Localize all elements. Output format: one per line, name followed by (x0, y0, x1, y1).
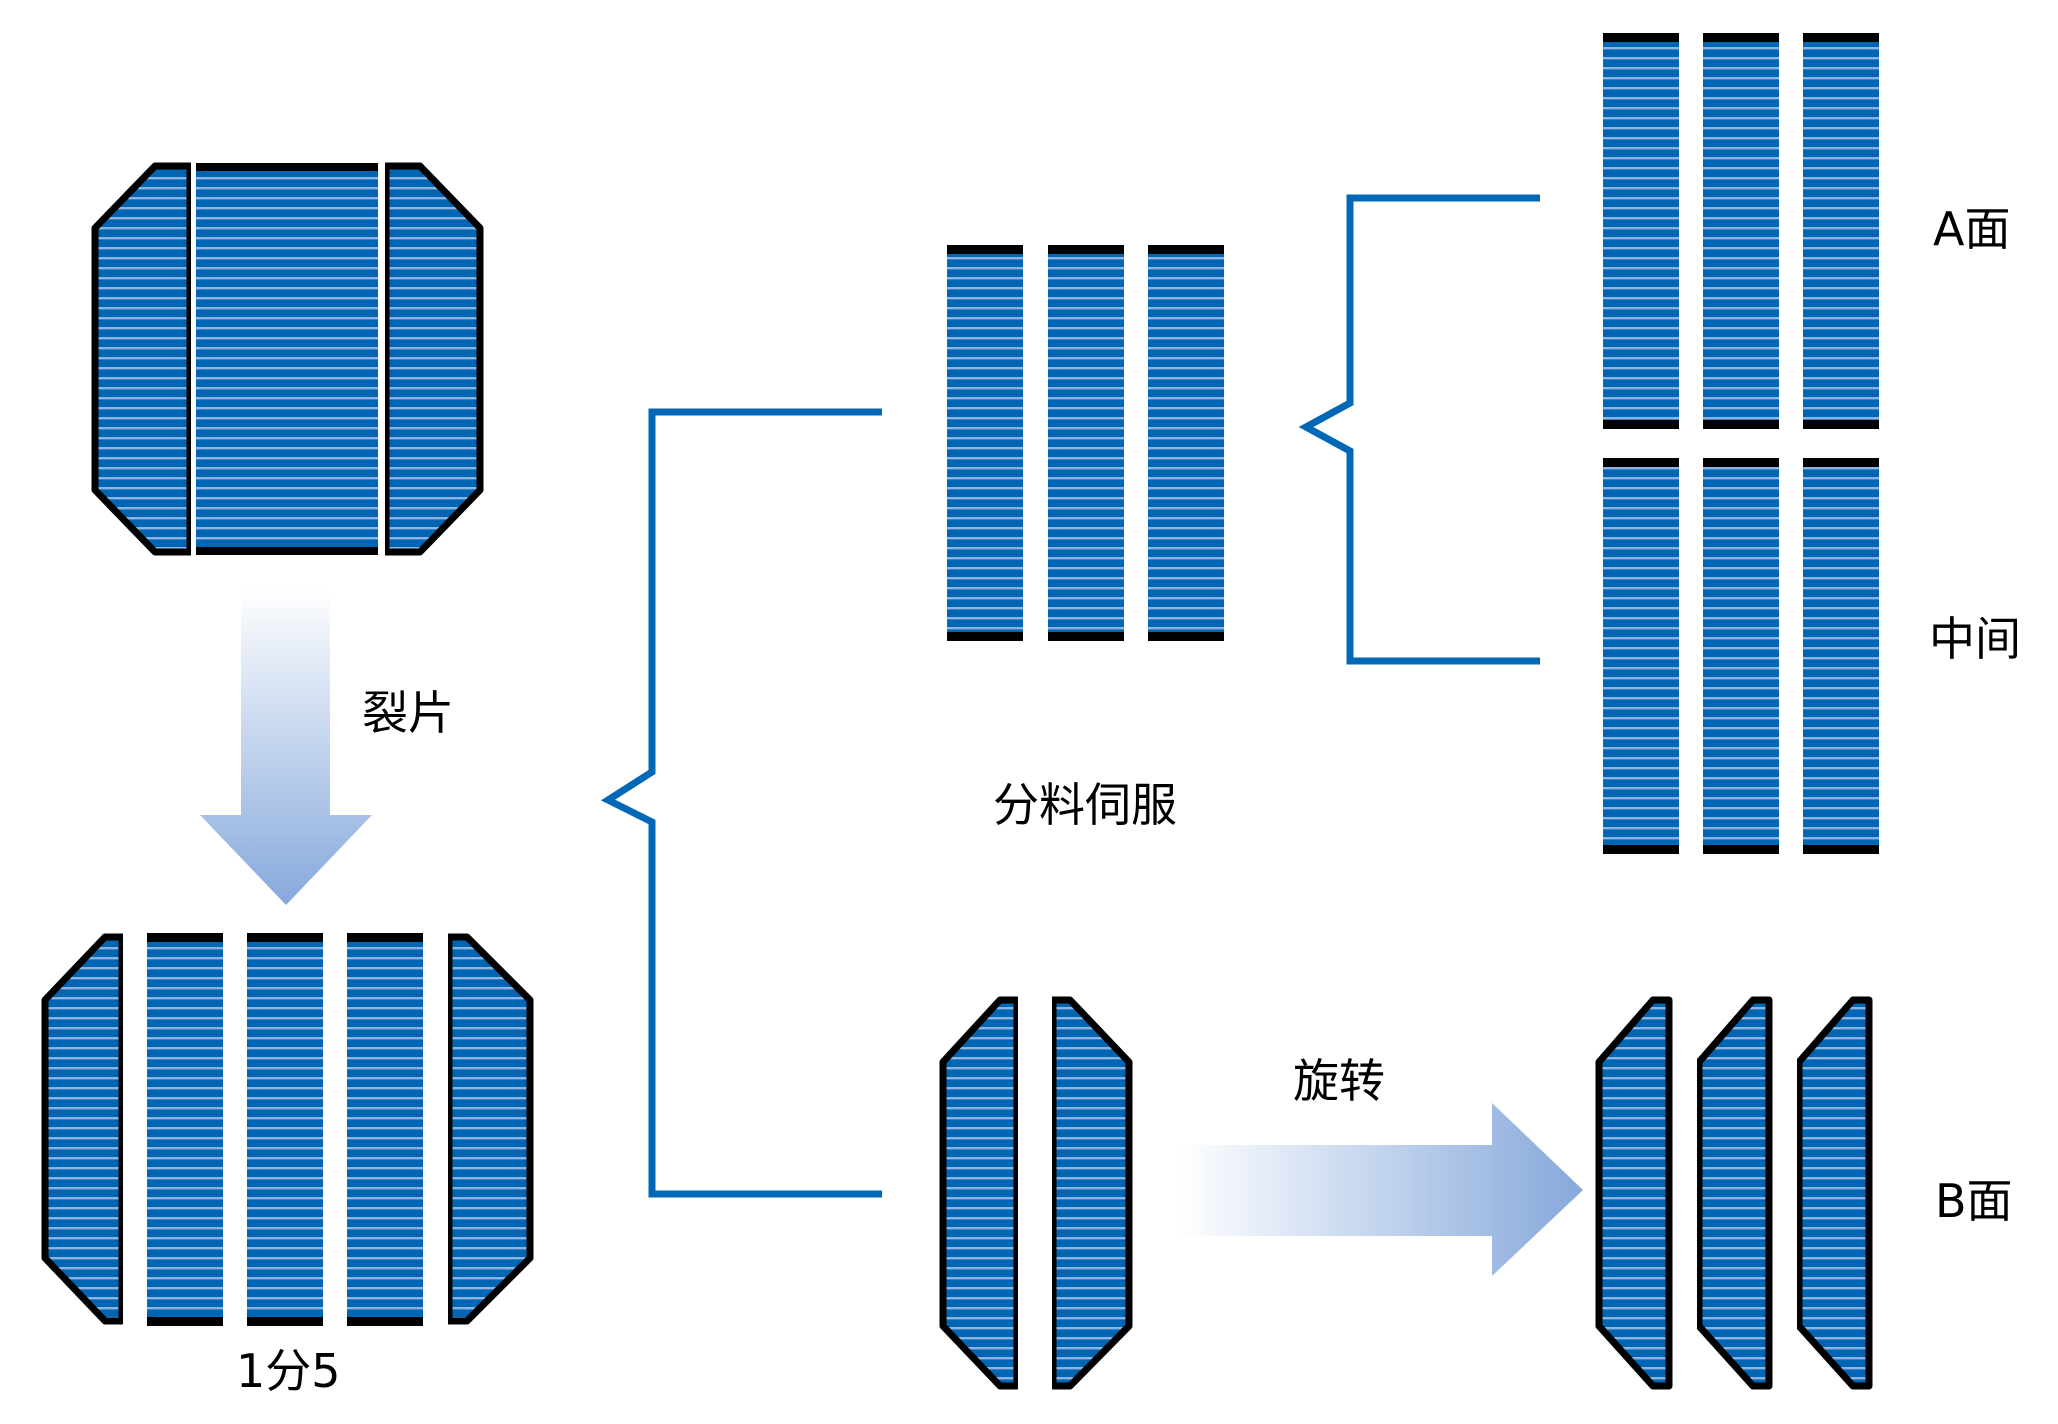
output-stack-b (1595, 990, 1893, 1400)
b-strip (1795, 996, 1873, 1390)
output-strip (1803, 458, 1879, 854)
wafer-strip-left (91, 162, 194, 556)
right-arrow-icon (1178, 1103, 1583, 1276)
label-sorting-servo: 分料伺服 (993, 778, 1177, 832)
split-strip-1 (41, 933, 126, 1325)
wafer-strip-center (196, 166, 378, 552)
label-cleave: 裂片 (362, 686, 454, 740)
split-strip-4 (347, 937, 423, 1321)
split-strip-3 (247, 937, 323, 1321)
output-strip (1803, 33, 1879, 429)
label-split-ratio: 1分5 (236, 1344, 341, 1398)
sorting-bracket-middle (1298, 194, 1540, 665)
output-strip (1703, 458, 1779, 854)
split-strip-2 (147, 937, 223, 1321)
label-side-a: A面 (1933, 202, 2011, 256)
edge-strips (939, 990, 1133, 1400)
middle-strips (947, 245, 1224, 641)
label-side-b: B面 (1935, 1174, 2013, 1228)
label-middle: 中间 (1929, 612, 2021, 666)
output-strip (1703, 33, 1779, 429)
middle-strip (1048, 245, 1124, 641)
output-stack-middle (1603, 458, 1879, 854)
output-strip (1603, 33, 1679, 429)
output-strip (1603, 458, 1679, 854)
label-rotate: 旋转 (1293, 1054, 1385, 1108)
edge-strip-right (1049, 996, 1133, 1390)
output-stack-a (1603, 33, 1879, 429)
sorting-bracket-main (600, 408, 882, 1198)
b-strip (1595, 996, 1673, 1390)
middle-strip (1148, 245, 1224, 641)
b-strip (1695, 996, 1773, 1390)
down-arrow-icon (200, 588, 372, 905)
split-strip-5 (445, 933, 534, 1325)
wafer-strip-right (382, 162, 484, 556)
edge-strip-left (939, 996, 1021, 1390)
middle-strip (947, 245, 1023, 641)
full-wafer (91, 150, 484, 570)
split-wafer (41, 925, 534, 1335)
